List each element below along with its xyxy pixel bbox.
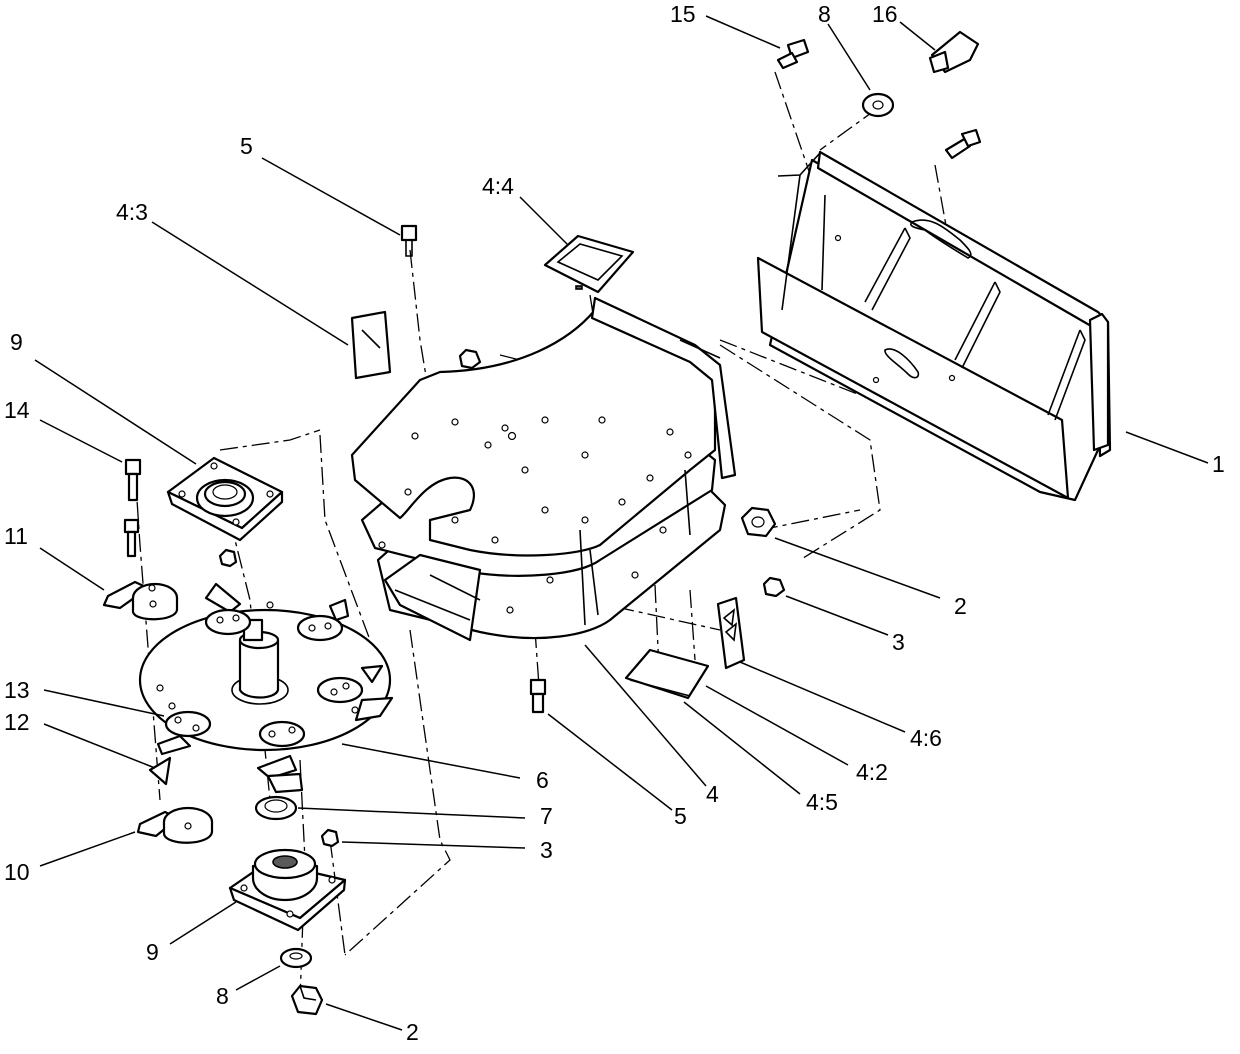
callout-12: 12 [4, 709, 30, 735]
callout-4-5: 4:5 [806, 789, 838, 815]
part-9-bearing-top [166, 456, 284, 542]
callout-4-6: 4:6 [910, 725, 942, 751]
part-4-main-frame [350, 296, 737, 642]
part-4-5-decal [624, 648, 710, 700]
part-nut-top-frame [458, 348, 482, 370]
callout-4-2: 4:2 [856, 759, 888, 785]
rotor-block [354, 696, 394, 722]
callout-15: 15 [670, 1, 696, 27]
callout-leader-lines [34, 15, 1209, 1031]
callout-4-4: 4:4 [482, 173, 514, 199]
rotor-block [256, 720, 306, 780]
part-8-washer-top [861, 92, 895, 118]
part-11-block [102, 580, 179, 621]
part-2-nut-bottom [290, 984, 324, 1016]
rotor-block [204, 582, 252, 636]
callout-10: 10 [4, 859, 30, 885]
callout-9: 9 [10, 329, 23, 355]
rotor-block [148, 756, 304, 794]
callout-2: 2 [954, 593, 967, 619]
part-5-bolt-top [400, 224, 418, 257]
callout-4: 4 [706, 781, 719, 807]
part-14-bolt [123, 458, 142, 558]
part-1-hopper-box [756, 150, 1112, 502]
rotor-block [316, 664, 384, 704]
callout-5-bottom: 5 [674, 803, 687, 829]
callout-8: 8 [818, 1, 831, 27]
callout-2-bottom: 2 [406, 1019, 419, 1045]
frame-holes [378, 416, 692, 614]
part-4-6-decal [716, 596, 746, 670]
callout-3: 3 [892, 629, 905, 655]
callout-16: 16 [872, 1, 898, 27]
part-5-bolt-bottom [529, 678, 547, 714]
part-9-bearing-bottom [228, 848, 347, 932]
callout-8-bottom: 8 [216, 983, 229, 1009]
part-10-block [136, 806, 214, 844]
callout-11: 11 [4, 523, 28, 549]
callout-1: 1 [1212, 451, 1225, 477]
callout-3-bottom: 3 [540, 837, 553, 863]
part-2-nut-right [740, 506, 777, 538]
callout-13: 13 [4, 677, 30, 703]
callout-9-bottom: 9 [146, 939, 159, 965]
part-8-washer-bottom [279, 947, 313, 969]
part-3-nut-right [762, 576, 786, 598]
part-small-nut-left [218, 548, 238, 568]
callout-4-3: 4:3 [116, 199, 148, 225]
part-screw-right [944, 128, 982, 160]
rotor-block [156, 710, 212, 756]
callout-7: 7 [540, 803, 553, 829]
part-6-rotor-disk [138, 582, 394, 794]
part-4-3-decal [350, 310, 392, 380]
callout-6: 6 [536, 767, 549, 793]
callout-5: 5 [240, 133, 253, 159]
part-7-seal [254, 795, 298, 821]
part-15-bolt [776, 38, 810, 70]
callout-14: 14 [4, 397, 30, 423]
callout-labels: 15 8 16 5 4:4 4:3 9 14 1 11 2 3 13 12 4:… [4, 1, 1225, 1045]
part-4-4-decal [543, 234, 635, 294]
rotor-block [296, 598, 350, 642]
part-16-bolt [928, 30, 980, 74]
part-3-nut-bottom [320, 828, 340, 848]
